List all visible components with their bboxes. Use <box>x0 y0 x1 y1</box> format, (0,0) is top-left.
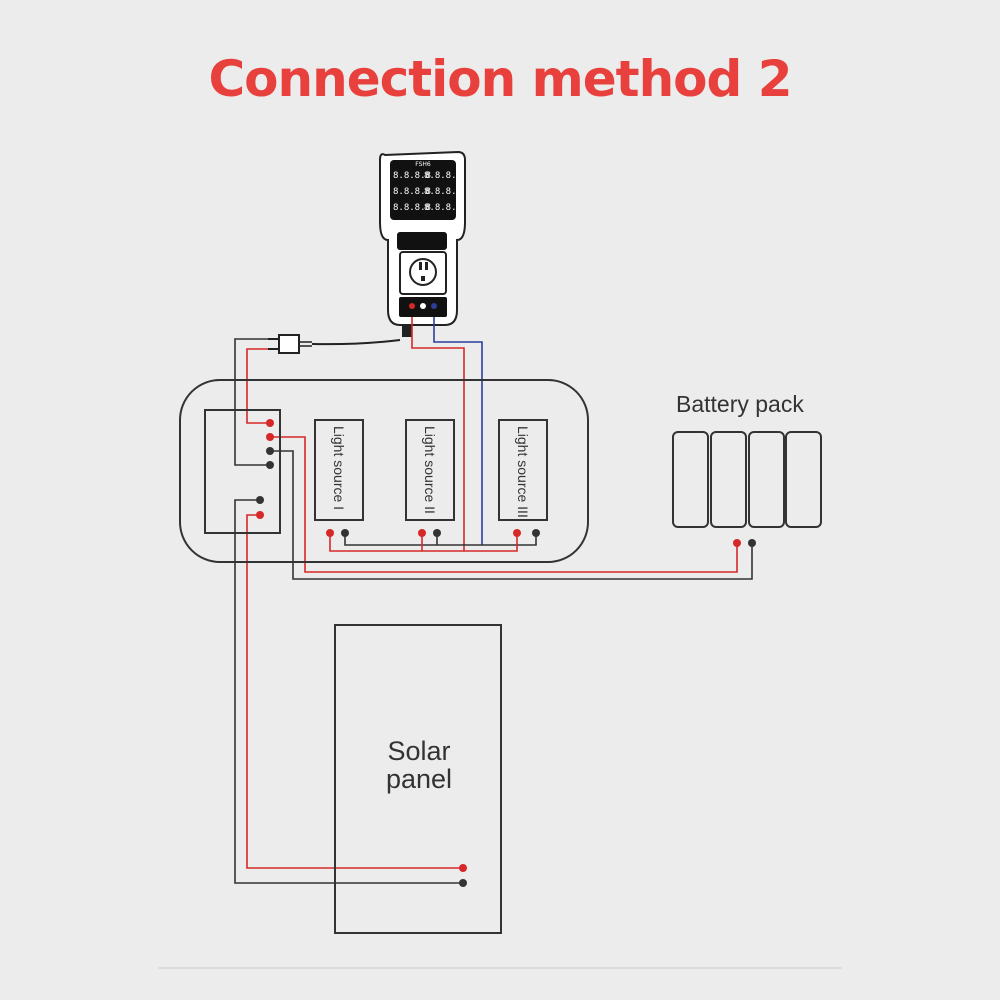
solar-panel: Solar panel <box>334 624 502 934</box>
power-plug <box>268 334 401 354</box>
light-source-2-label: Light source II <box>422 426 438 514</box>
controller-housing <box>179 379 589 563</box>
battery-label: Battery pack <box>676 391 804 417</box>
meter-brand: FSH6 <box>415 161 431 168</box>
svg-text:8.8.8.8: 8.8.8.8 <box>393 171 431 181</box>
light-source-3-label: Light source III <box>515 426 531 518</box>
light-source-3: Light source III <box>498 419 548 537</box>
solar-label-line2: panel <box>386 764 452 794</box>
svg-text:8.8.8.8: 8.8.8.8 <box>424 203 462 213</box>
meter-socket <box>399 251 447 295</box>
page-title: Connection method 2 <box>208 50 792 108</box>
wires <box>234 317 753 884</box>
solar-label-line1: Solar <box>387 736 450 766</box>
svg-text:8.8.8.8: 8.8.8.8 <box>393 187 431 197</box>
controller-terminals <box>256 419 274 519</box>
meter-button-panel <box>397 232 447 250</box>
power-meter: FSH6 8.8.8.8 8.8.8.8 8.8.8.8 8.8.8.8 8.8… <box>379 150 466 337</box>
svg-text:8.8.8.8: 8.8.8.8 <box>424 171 462 181</box>
svg-text:8.8.8.8: 8.8.8.8 <box>393 203 431 213</box>
svg-text:8.8.8.8: 8.8.8.8 <box>424 187 462 197</box>
light-source-1-label: Light source I <box>331 426 347 510</box>
controller-terminal-block <box>204 409 281 534</box>
meter-display <box>390 160 456 220</box>
light-source-1: Light source I <box>314 419 364 537</box>
battery-pack: Battery pack <box>672 391 822 547</box>
meter-readouts: 8.8.8.8 8.8.8.8 8.8.8.8 8.8.8.8 8.8.8.8 … <box>393 171 462 213</box>
light-source-2: Light source II <box>405 419 455 537</box>
